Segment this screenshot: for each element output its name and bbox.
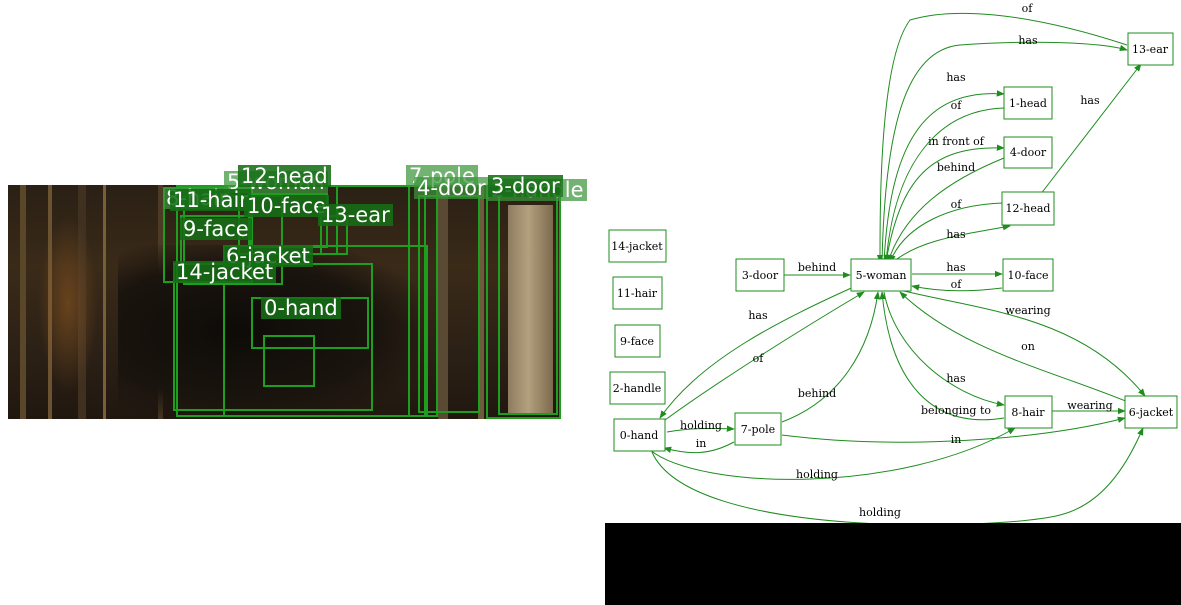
svg-text:2-handle: 2-handle [613, 382, 662, 395]
node-7-pole: 7-pole [734, 412, 782, 446]
edge-jacket6-on-woman: on [899, 291, 1129, 403]
edge-door4-behind-woman: behind [887, 157, 1005, 263]
edge-woman-has-face10: has [912, 261, 1003, 278]
edge-label: wearing [1005, 304, 1050, 317]
node-12-head: 12-head [1001, 191, 1055, 226]
svg-text:8-hair: 8-hair [1011, 406, 1045, 419]
edge-hand-holding-jacket6: holding [651, 427, 1144, 526]
edge-label: holding [680, 419, 722, 432]
svg-text:12-head: 12-head [1006, 202, 1051, 215]
edge-label: of [951, 198, 963, 211]
edge-label: in [951, 433, 962, 446]
edge-woman-has-ear: has [881, 34, 1128, 263]
svg-text:5-woman: 5-woman [856, 269, 907, 282]
node-4-door: 4-door [1003, 136, 1053, 169]
edge-woman-has-head12: has [892, 224, 1011, 263]
node-6-jacket: 6-jacket [1124, 395, 1178, 429]
node-1-head: 1-head [1003, 86, 1053, 120]
edge-label: has [1018, 34, 1038, 47]
edge-label: wearing [1067, 399, 1112, 412]
edge-label: in [696, 437, 707, 450]
node-3-door: 3-door [735, 258, 785, 292]
node-14-jacket: 14-jacket [608, 229, 667, 263]
edge-label: holding [796, 468, 838, 481]
edge-label: holding [859, 506, 901, 519]
edge-woman-has-hand: has [659, 284, 859, 419]
edge-ear-of-woman: of [876, 2, 1128, 263]
edge-face10-of-woman: of [911, 278, 1003, 292]
edge-hand-of-woman: of [664, 291, 865, 421]
edge-label: behind [937, 161, 975, 174]
black-panel [605, 523, 1181, 605]
edge-head12-of-woman: of [889, 198, 1003, 263]
edge-woman-has-head1: has [883, 71, 1005, 263]
svg-text:10-face: 10-face [1007, 269, 1048, 282]
edge-label: has [946, 372, 966, 385]
edge-hand-holding-hair8: holding [649, 427, 1016, 481]
node-2-handle: 2-handle [609, 371, 666, 405]
svg-text:4-door: 4-door [1010, 146, 1047, 159]
node-0-hand: 0-hand [613, 418, 666, 452]
scene-photo [8, 185, 561, 419]
node-8-hair: 8-hair [1004, 395, 1053, 429]
svg-text:6-jacket: 6-jacket [1129, 406, 1174, 419]
svg-text:1-head: 1-head [1009, 97, 1047, 110]
edge-label: belonging to [921, 404, 991, 417]
edge-label: has [748, 309, 768, 322]
edge-label: of [951, 278, 963, 291]
edge-woman-infrontof-door4: in front of [885, 135, 1005, 263]
edge-head1-of-woman: of [883, 99, 1005, 263]
edge-label: has [946, 228, 966, 241]
edge-woman-has-hair8: has [883, 291, 1005, 407]
edge-woman-wearing-jacket6: wearing [899, 289, 1146, 397]
edge-pole-behind-woman: behind [781, 291, 881, 423]
edge-label: has [1080, 94, 1100, 107]
svg-text:11-hair: 11-hair [617, 287, 658, 300]
svg-text:0-hand: 0-hand [620, 429, 658, 442]
edge-door3-behind-woman: behind [784, 261, 851, 279]
edge-head12-has-ear: has [1039, 63, 1142, 196]
node-11-hair: 11-hair [612, 276, 663, 310]
edge-label: of [1022, 2, 1034, 15]
edge-label: in front of [928, 135, 985, 148]
edge-label: has [946, 71, 966, 84]
edge-label: of [951, 99, 963, 112]
edge-label: has [946, 261, 966, 274]
node-10-face: 10-face [1002, 258, 1054, 292]
edge-label: behind [798, 261, 836, 274]
edge-label: on [1021, 340, 1035, 353]
edge-hair8-wearing-jacket6: wearing [1052, 399, 1126, 415]
node-13-ear: 13-ear [1127, 32, 1174, 66]
edge-pole-in-hand: in [663, 437, 735, 454]
edge-label: of [753, 352, 765, 365]
edge-label: behind [798, 387, 836, 400]
svg-text:14-jacket: 14-jacket [611, 240, 663, 253]
edge-hand-holding-pole: holding [666, 419, 735, 433]
edge-pole-in-jacket6: in [781, 416, 1126, 446]
svg-text:7-pole: 7-pole [741, 423, 775, 436]
svg-text:9-face: 9-face [620, 335, 654, 348]
node-5-woman: 5-woman [850, 258, 912, 292]
svg-text:13-ear: 13-ear [1132, 43, 1169, 56]
svg-text:3-door: 3-door [742, 269, 779, 282]
edge-hair8-belongingto-woman: belonging to [879, 291, 1005, 421]
node-9-face: 9-face [614, 324, 661, 358]
